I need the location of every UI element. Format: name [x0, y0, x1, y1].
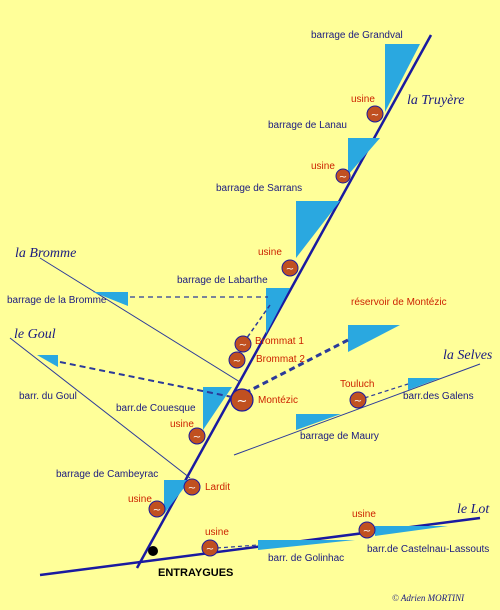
- svg-text:~: ~: [363, 526, 371, 537]
- maury-reservoir: [296, 414, 341, 430]
- bromme-reservoir: [93, 292, 128, 306]
- bromme-river-label: la Bromme: [15, 246, 77, 261]
- bromme-river-line: [39, 257, 241, 383]
- cambeyrac-plant-label: usine: [128, 494, 152, 505]
- montezic-plant-icon: ~: [230, 388, 254, 412]
- lanau-dam-label: barrage de Lanau: [268, 120, 347, 131]
- truyere-river-line: [135, 34, 433, 569]
- touluch-pipeline: [357, 383, 409, 401]
- goul-river-line: [9, 337, 191, 479]
- svg-text:~: ~: [233, 356, 241, 367]
- lanau-reservoir: [348, 138, 380, 175]
- castelnau-reservoir: [375, 526, 448, 536]
- goul-dam-label: barr. du Goul: [19, 391, 77, 402]
- entraygues-town-label: ENTRAYGUES: [158, 567, 234, 579]
- cambeyrac-reservoir: [164, 480, 190, 514]
- lardit-plant-icon: ~: [183, 478, 201, 496]
- maury-dam-label: barrage de Maury: [300, 431, 379, 442]
- labarthe-dam-label: barrage de Labarthe: [177, 275, 268, 286]
- lanau-plant-label: usine: [311, 161, 335, 172]
- golinhac-plant-label: usine: [205, 527, 229, 538]
- grandval-dam-label: barrage de Grandval: [311, 30, 403, 41]
- brommat2-plant-icon: ~: [228, 351, 246, 369]
- svg-text:~: ~: [354, 396, 362, 407]
- cambeyrac-dam-label: barrage de Cambeyrac: [56, 469, 159, 480]
- grandval-plant-label: usine: [351, 94, 375, 105]
- goul-river-label: le Goul: [14, 327, 56, 342]
- sarrans-plant-icon: ~: [281, 259, 299, 277]
- author-credit: © Adrien MORTINI: [392, 593, 465, 603]
- labarthe-pipeline: [243, 304, 271, 343]
- svg-text:~: ~: [193, 432, 201, 443]
- golinhac-reservoir: [258, 540, 355, 550]
- brommat1-plant-icon: ~: [234, 335, 252, 353]
- brommat2-plant-label: Brommat 2: [256, 354, 305, 365]
- goul-reservoir: [37, 355, 58, 367]
- galens-reservoir: [408, 378, 440, 390]
- entraygues-town-marker: [148, 546, 158, 556]
- selves-river-label: la Selves: [443, 348, 493, 363]
- couesque-plant-label: usine: [170, 419, 194, 430]
- castelnau-dam-label: barr.de Castelnau-Lassouts: [367, 544, 490, 555]
- cambeyrac-plant-icon: ~: [148, 500, 166, 518]
- couesque-reservoir: [203, 387, 232, 430]
- svg-text:~: ~: [188, 483, 196, 494]
- sarrans-reservoir: [296, 201, 340, 258]
- castelnau-plant-icon: ~: [358, 521, 376, 539]
- montezic-plant-label: Montézic: [258, 395, 299, 406]
- svg-text:~: ~: [237, 394, 248, 409]
- touluch-plant-label: Touluch: [340, 379, 375, 390]
- golinhac-plant-icon: ~: [201, 539, 219, 557]
- svg-text:~: ~: [239, 340, 247, 351]
- grandval-plant-icon: ~: [366, 105, 384, 123]
- galens-dam-label: barr.des Galens: [403, 391, 474, 402]
- castelnau-plant-label: usine: [352, 509, 376, 520]
- couesque-plant-icon: ~: [188, 427, 206, 445]
- bromme-dam-label: barrage de la Bromme: [7, 295, 107, 306]
- goul-pipeline: [59, 361, 238, 399]
- svg-text:~: ~: [286, 264, 294, 275]
- sarrans-plant-label: usine: [258, 247, 282, 258]
- montezic-reservoir: [348, 325, 400, 352]
- montezic-penstock: [244, 338, 349, 395]
- svg-text:~: ~: [153, 505, 161, 516]
- truyere-river-label: la Truyère: [407, 93, 465, 108]
- brommat1-plant-label: Brommat 1: [255, 336, 304, 347]
- lanau-plant-icon: ~: [335, 168, 351, 184]
- svg-text:~: ~: [339, 172, 347, 183]
- couesque-dam-label: barr.de Couesque: [116, 403, 196, 414]
- svg-text:~: ~: [371, 110, 379, 121]
- grandval-reservoir: [385, 44, 420, 112]
- lardit-plant-label: Lardit: [205, 482, 231, 493]
- sarrans-dam-label: barrage de Sarrans: [216, 183, 303, 194]
- selves-river-line: [233, 363, 481, 456]
- svg-text:~: ~: [206, 544, 214, 555]
- labarthe-reservoir: [266, 288, 290, 334]
- touluch-plant-icon: ~: [349, 391, 367, 409]
- lot-river-label: le Lot: [457, 502, 490, 517]
- montezic-reservoir-label: réservoir de Montézic: [351, 297, 447, 308]
- golinhac-dam-label: barr. de Golinhac: [268, 553, 345, 564]
